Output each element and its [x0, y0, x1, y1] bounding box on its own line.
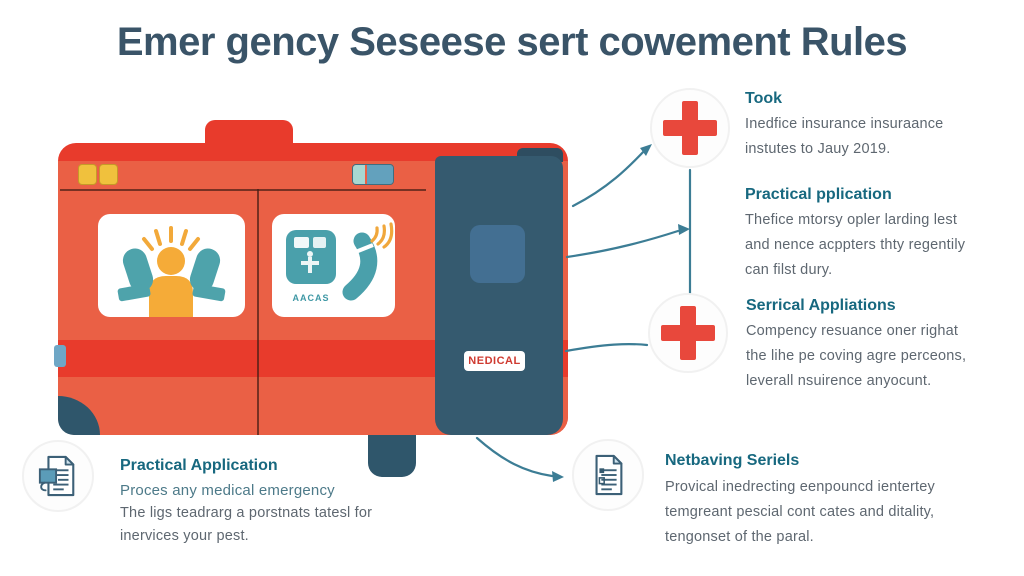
info-block-heading: Netbaving Seriels — [665, 452, 800, 469]
ambulance-panel-seam — [60, 189, 426, 191]
info-block-line: inervices your pest. — [120, 528, 249, 544]
info-block-heading: Practical Application — [120, 457, 278, 474]
ambulance-yellow-lights — [78, 164, 118, 185]
ambulance-window-right: AACAS — [272, 214, 395, 317]
ambulance-window-left — [98, 214, 245, 317]
info-block-line: Compency resuance oner righat — [746, 323, 959, 339]
document-icon — [38, 455, 75, 497]
ambulance-cab-panel — [435, 156, 563, 435]
info-block-line: leverall nsuirence anyocunt. — [746, 373, 932, 389]
info-block-line: tengonset of the paral. — [665, 529, 814, 545]
medical-device-handset-icon: AACAS — [286, 222, 394, 303]
info-block-line: instutes to Jauy 2019. — [745, 141, 891, 157]
info-block-serrical-appliations: Serrical Appliations Compency resuance o… — [746, 297, 966, 394]
info-block-heading: Serrical Appliations — [746, 297, 896, 314]
info-block-line: the lihe pe coving agre perceons, — [746, 348, 967, 364]
info-block-line: and nence acppters thty regentily — [745, 237, 966, 253]
document-circle-left — [22, 440, 94, 512]
info-block-took: Took Inedfice insurance insuraance instu… — [745, 90, 943, 162]
info-block-heading: Practical pplication — [745, 186, 892, 203]
info-block-heading: Took — [745, 90, 783, 107]
info-block-subheading: Proces any medical emergency — [120, 482, 335, 499]
page-title: Emer gency Seseese sert cowement Rules — [116, 20, 908, 64]
info-block-line: Inedfice insurance insuraance — [745, 116, 944, 132]
ambulance-blue-lights — [352, 164, 394, 185]
info-block-line: Provical inedrecting eenpouncd ientertey — [665, 479, 935, 495]
info-block-line: temgreant pescial cont cates and ditalit… — [665, 504, 935, 520]
document-icon — [595, 454, 623, 496]
ambulance-cab-window — [470, 225, 525, 283]
info-block-practical-application: Practical Application Proces any medical… — [120, 457, 372, 548]
info-block-line: Thefice mtorsy opler larding lest — [745, 212, 958, 228]
ambulance-wheel-right — [368, 435, 416, 477]
info-block-line: The ligs teadrarg a porstnats tatesl for — [120, 505, 373, 521]
device-label-text: AACAS — [292, 293, 329, 303]
caring-hands-person-icon — [117, 226, 226, 317]
info-block-netbaving-seriels: Netbaving Seriels Provical inedrecting e… — [665, 452, 935, 550]
red-cross-icon — [663, 101, 717, 155]
red-cross-circle-2 — [648, 293, 728, 373]
ambulance-side-handle — [54, 345, 66, 367]
red-cross-circle-1 — [650, 88, 730, 168]
info-block-line: can filst dury. — [745, 262, 833, 278]
medical-badge: NEDICAL — [464, 351, 525, 371]
red-cross-icon — [661, 306, 715, 360]
ambulance-door-divider — [257, 189, 259, 435]
info-block-practical-pplication: Practical pplication Thefice mtorsy ople… — [745, 186, 965, 283]
document-circle-right — [572, 439, 644, 511]
